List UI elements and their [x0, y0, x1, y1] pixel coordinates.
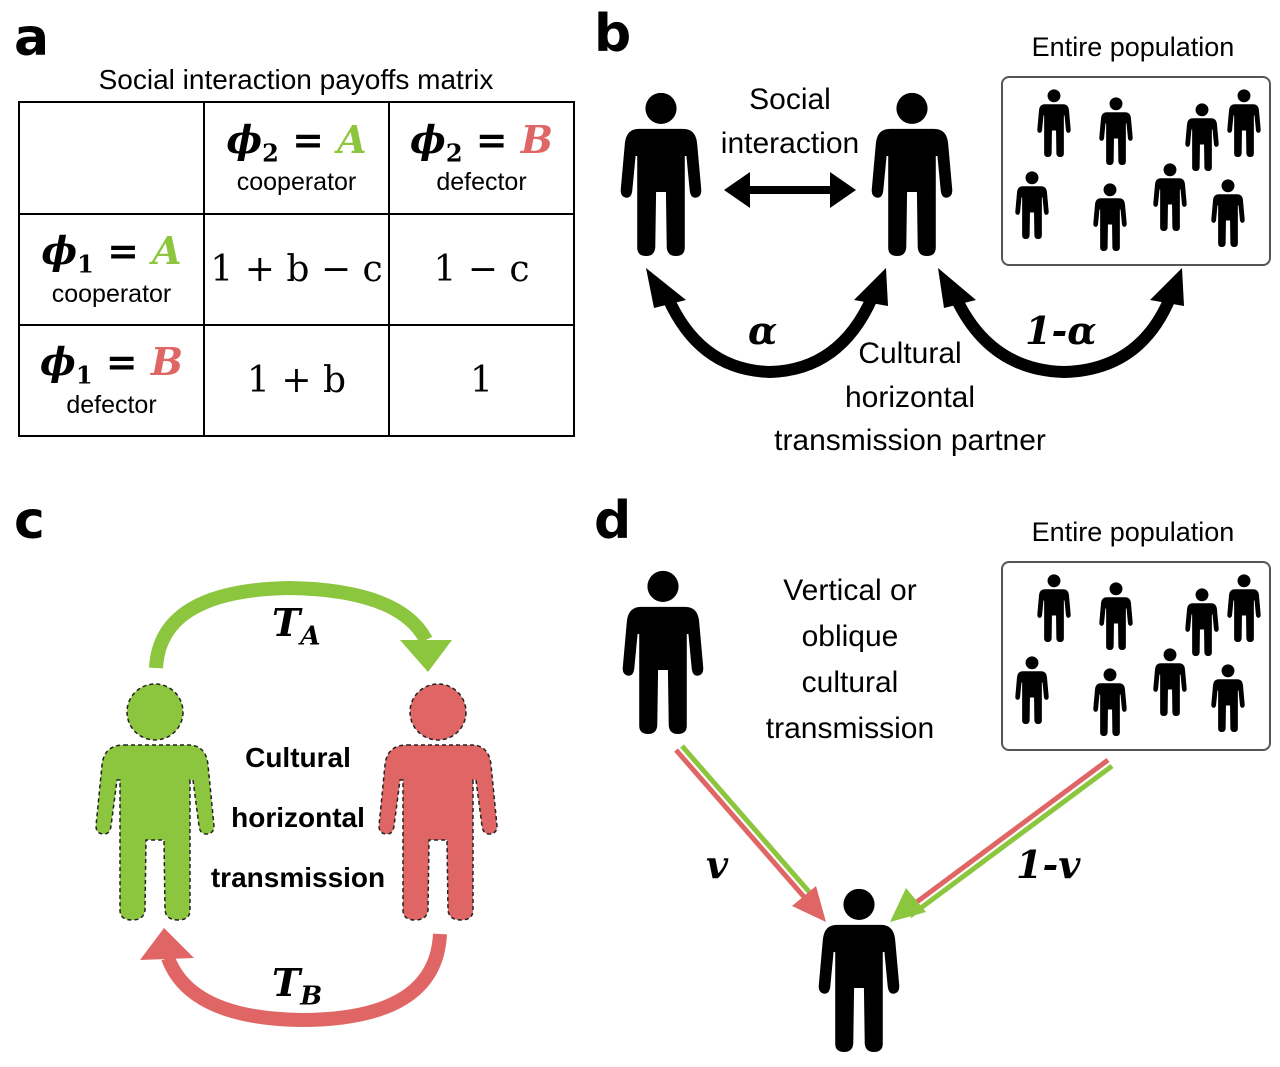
person-icon	[1037, 574, 1071, 642]
row-header-cooperator: ϕ1 = A cooperator	[18, 213, 205, 326]
panel-label-b: b	[594, 4, 632, 64]
payoff-cell-aa: 1 + b − c	[203, 213, 390, 326]
person-icon	[1099, 582, 1133, 650]
arrowhead-icon	[1150, 268, 1184, 306]
person-icon	[1185, 588, 1219, 656]
v-transmission-arrow	[674, 744, 826, 922]
double-arrow-icon	[724, 172, 856, 208]
TB-label: TB	[272, 960, 323, 1012]
payoff-cell-bb: 1	[388, 324, 575, 437]
payoff-cell-ab: 1 − c	[388, 213, 575, 326]
one-minus-v-label: 1-v	[1016, 842, 1081, 887]
panel-label-a: a	[14, 8, 50, 68]
person-icon	[818, 888, 900, 1052]
population-label: Entire population	[1031, 32, 1235, 62]
one-minus-v-transmission-arrow	[890, 757, 1114, 922]
header-cooperator: ϕ2 = A cooperator	[203, 101, 390, 215]
TA-label: TA	[272, 600, 321, 652]
person-icon	[1227, 574, 1261, 642]
payoff-matrix: ϕ2 = A cooperator ϕ2 = B defector ϕ1 = A…	[18, 101, 575, 437]
green-transmission-arrow	[149, 580, 433, 669]
one-minus-alpha-label: 1-α	[1025, 308, 1097, 353]
vertical-oblique-label: Vertical or oblique cultural transmissio…	[765, 574, 935, 745]
v-label: v	[706, 842, 729, 887]
panel-label-c: c	[14, 491, 45, 551]
cultural-horizontal-transmission-label: Cultural horizontal transmission	[210, 742, 386, 894]
red-person-icon	[378, 683, 498, 921]
empty-corner-cell	[18, 101, 205, 215]
person-icon	[1093, 668, 1127, 736]
arrowhead-icon	[854, 268, 888, 306]
red-transmission-arrow	[161, 933, 447, 1028]
payoff-matrix-title: Social interaction payoffs matrix	[98, 64, 494, 95]
person-icon	[1153, 648, 1187, 716]
person-icon	[622, 570, 704, 734]
arrowhead-icon	[938, 268, 976, 308]
row-header-defector: ϕ1 = B defector	[18, 324, 205, 437]
person-icon	[1211, 664, 1245, 732]
payoff-cell-ba: 1 + b	[203, 324, 390, 437]
alpha-curved-arrow	[662, 295, 878, 379]
arrowhead-icon	[646, 268, 686, 308]
arrowhead-icon	[140, 928, 194, 960]
one-minus-alpha-curved-arrow	[950, 295, 1176, 379]
alpha-label: α	[748, 308, 778, 353]
header-defector: ϕ2 = B defector	[388, 101, 575, 215]
green-person-icon	[95, 683, 215, 921]
population-box	[1001, 561, 1271, 751]
panel-label-d: d	[594, 491, 632, 551]
population-box	[1001, 76, 1271, 266]
person-icon	[1015, 656, 1049, 724]
social-interaction-label: Social interaction	[720, 83, 860, 160]
population-label: Entire population	[1031, 517, 1235, 547]
transmission-partner-label: Cultural horizontal transmission partner	[774, 337, 1046, 457]
arrowhead-icon	[400, 640, 452, 672]
